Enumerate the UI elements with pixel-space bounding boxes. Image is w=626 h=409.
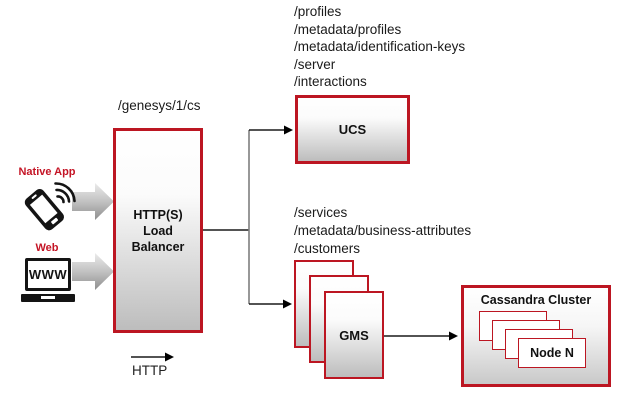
load-balancer-path-label: /genesys/1/cs	[118, 98, 201, 113]
legend-http-label: HTTP	[132, 363, 168, 378]
arrowhead-cassandra	[449, 331, 458, 341]
gms-label: GMS	[339, 327, 369, 343]
cassandra-cluster-title: Cassandra Cluster	[480, 293, 592, 307]
smartphone-icon	[24, 182, 76, 231]
endpoint-path: /metadata/identification-keys	[294, 39, 466, 55]
block-arrow-web	[72, 253, 114, 290]
load-balancer-box: HTTP(S) Load Balancer	[113, 128, 203, 333]
laptop-screen: WWW	[25, 258, 71, 291]
cassandra-node-label: Node N	[530, 346, 574, 360]
ucs-endpoint-list: /profiles /metadata/profiles /metadata/i…	[294, 3, 465, 91]
ucs-label: UCS	[338, 122, 367, 137]
endpoint-path: /server	[294, 56, 336, 72]
laptop-base	[21, 294, 75, 302]
arrowhead-gms	[283, 299, 292, 309]
endpoint-path: /customers	[294, 241, 361, 256]
gms-box-front: GMS	[324, 291, 384, 379]
native-app-label: Native App	[18, 166, 76, 178]
legend-arrowhead	[165, 352, 174, 362]
load-balancer-label: HTTP(S) Load Balancer	[131, 207, 185, 254]
endpoint-path: /services	[294, 205, 348, 220]
ucs-box: UCS	[295, 95, 410, 164]
web-label: Web	[35, 242, 59, 254]
gms-endpoint-list: /services /metadata/business-attributes …	[294, 204, 471, 258]
laptop-icon: WWW	[21, 258, 75, 302]
cassandra-cluster-box: Cassandra Cluster Node N	[461, 285, 611, 387]
endpoint-path: /interactions	[294, 74, 367, 90]
block-arrow-native-app	[72, 183, 114, 220]
arrowhead-ucs	[284, 125, 293, 135]
endpoint-path: /metadata/profiles	[294, 21, 402, 37]
endpoint-path: /metadata/business-attributes	[294, 223, 472, 238]
laptop-screen-text: WWW	[28, 267, 68, 282]
cassandra-node-box-front: Node N	[518, 338, 586, 368]
endpoint-path: /profiles	[294, 4, 342, 19]
